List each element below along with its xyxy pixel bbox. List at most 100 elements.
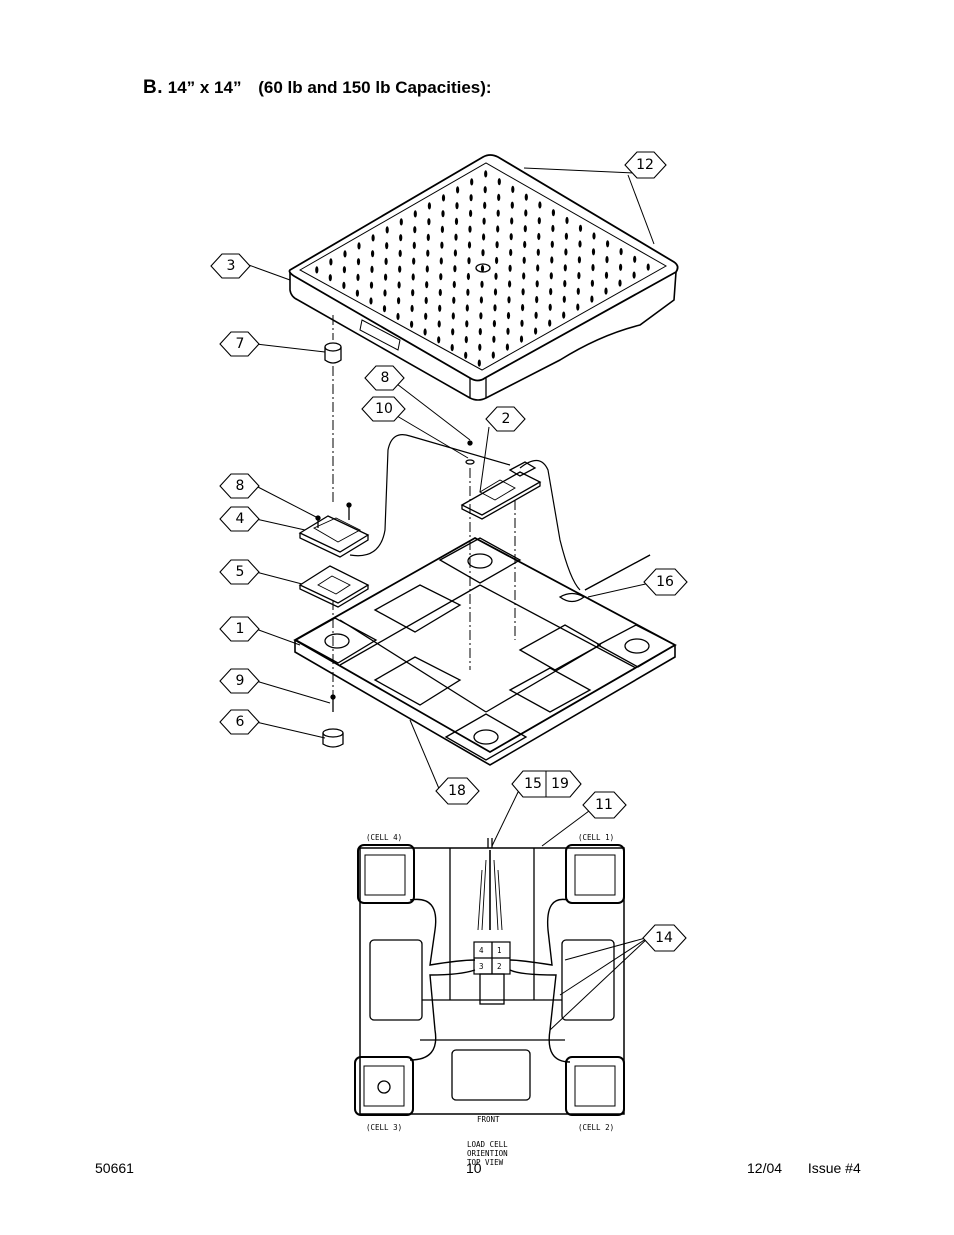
callout-14 (642, 924, 687, 952)
platter-slot (537, 232, 541, 241)
callout-11 (582, 791, 627, 819)
footer-doc-number: 50661 (95, 1160, 134, 1176)
platter-slot (356, 273, 360, 281)
platter-slot (591, 264, 595, 272)
cell-4-label: (CELL 4) (366, 833, 402, 842)
platter-slot (464, 336, 468, 344)
platter-slot (371, 234, 375, 242)
platter-slot (563, 264, 567, 272)
callout-16 (643, 568, 688, 596)
bottom-view (354, 838, 625, 1116)
platter-slot (398, 265, 402, 273)
callout-10 (361, 396, 406, 422)
callout-12-label: 12 (636, 157, 654, 173)
footer-date: 12/04 (747, 1160, 783, 1176)
platter-slot (441, 194, 446, 202)
platter-slot (329, 258, 333, 266)
platter-slot (495, 241, 499, 249)
platter-slot (551, 224, 555, 233)
platter-slot (548, 319, 552, 327)
platter-slot (411, 289, 415, 297)
platter-slot (342, 266, 346, 274)
platter-slot (507, 296, 511, 304)
platter-slot (562, 311, 566, 319)
platter-slot (551, 209, 556, 217)
platter-slot (468, 225, 472, 233)
section-heading: B. 14” x 14” (60 lb and 150 lb Capacitie… (143, 77, 492, 99)
platter-slot (495, 256, 499, 265)
callout-7 (219, 331, 260, 357)
platter-slot (482, 217, 486, 225)
platter-slot (549, 288, 553, 296)
platter-slot (497, 178, 501, 186)
orientation-line-3: TOP VIEW (467, 1158, 504, 1167)
footer-issue-number: Issue #4 (807, 1160, 861, 1176)
platter-slot (521, 288, 525, 296)
platter-slot (427, 218, 431, 226)
platter (288, 154, 679, 401)
pcb-assembly (460, 440, 542, 520)
platter-slot (450, 344, 454, 352)
platter-slot (496, 225, 500, 233)
platter-slot (577, 256, 582, 264)
callout-19-label: 19 (551, 776, 569, 792)
platter-slot (423, 328, 427, 336)
callout-14-label: 14 (655, 930, 673, 946)
platter-slot (342, 281, 346, 289)
platter-slot (411, 273, 415, 281)
platter-slot (371, 250, 375, 258)
platter-slot (384, 273, 388, 281)
platter-slot (510, 201, 514, 209)
platter-slot (439, 257, 443, 265)
callout-5 (219, 559, 260, 585)
platter-slot (524, 209, 528, 217)
callout-6 (219, 709, 260, 735)
platter-slot (522, 256, 526, 264)
platter-slot (343, 250, 347, 258)
platter-slot (563, 280, 567, 288)
foot-top (324, 342, 342, 364)
platter-slot (437, 320, 441, 328)
platter-slot (315, 266, 319, 274)
platter-slot (356, 258, 361, 266)
callout-7-label: 7 (236, 336, 245, 352)
platter-slot (508, 280, 512, 288)
platter-slot (397, 281, 401, 289)
platter-slot (437, 336, 441, 344)
platter-slot (522, 272, 526, 280)
platter-slot (494, 272, 498, 280)
callout-6-label: 6 (236, 714, 245, 730)
platter-slot (369, 297, 373, 305)
callout-15-label: 15 (524, 776, 542, 792)
platter-slot (564, 232, 569, 240)
platter-slot (481, 249, 485, 257)
platter-slot (399, 218, 403, 226)
platter-slot (370, 265, 374, 273)
platter-slot (538, 201, 542, 209)
callout-1 (219, 616, 260, 642)
orientation-line-1: LOAD CELL (467, 1140, 508, 1149)
platter-slot (519, 335, 524, 343)
platter-slot (456, 186, 460, 194)
platter-slot (646, 263, 650, 271)
platter-slot (480, 280, 484, 288)
platter-slot (483, 186, 487, 194)
platter-slot (506, 312, 511, 320)
platter-slot (509, 233, 513, 241)
section-capacities: (60 lb and 150 lb Capacities): (258, 78, 492, 97)
platter-slot (426, 249, 430, 257)
platter-slot (369, 281, 374, 289)
platter-slot (550, 240, 554, 248)
platter-slot (535, 296, 539, 304)
platter-slot (467, 257, 471, 265)
callout-8a-label: 8 (381, 370, 390, 386)
load-cell-mount (298, 502, 370, 558)
callout-2 (485, 406, 526, 432)
terminal-3: 3 (479, 962, 484, 971)
platter-slot (537, 217, 541, 225)
base-assembly (293, 536, 677, 766)
callouts (210, 151, 688, 952)
platter-slot (478, 343, 482, 351)
platter-slot (439, 273, 443, 281)
